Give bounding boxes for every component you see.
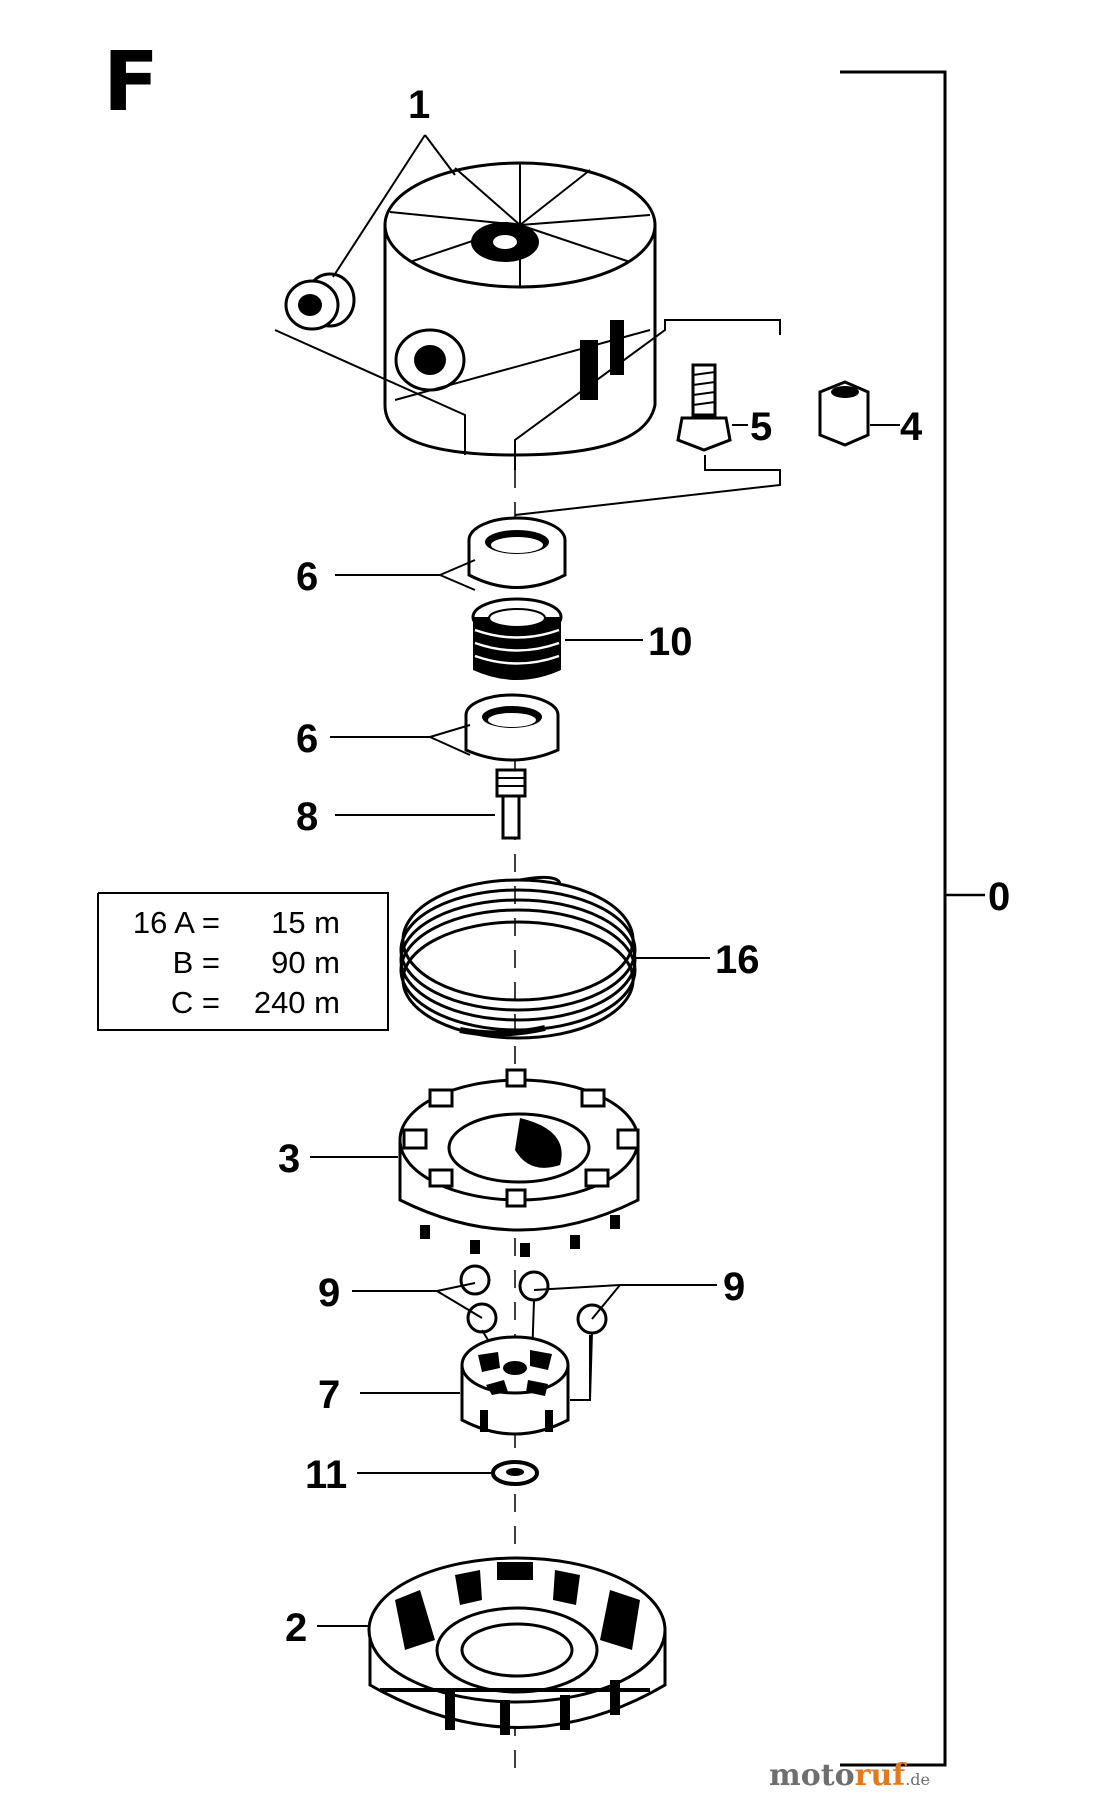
part-10-spring [471,597,643,680]
callout-6a: 6 [296,555,318,599]
part-6a-leader [335,559,476,591]
part-2-base [317,1556,667,1735]
part-6-upper [467,516,567,589]
callout-9a: 9 [318,1271,340,1315]
part-6-lower [464,693,560,762]
assembly-bracket [840,70,985,1767]
part-4-nut [818,380,900,447]
part-11-washer [357,1460,539,1486]
part-6b-leader [330,724,471,756]
watermark-part2: ruf [855,1758,908,1793]
part-1-leaders [274,134,781,470]
callout-4: 4 [900,405,923,449]
part-8-pin [335,768,527,840]
callout-3: 3 [278,1137,300,1181]
callout-10: 10 [648,620,693,664]
table-row-3-value: 240 m [254,985,340,1020]
callout-16: 16 [715,938,760,982]
part-3-spool [310,1068,640,1257]
part-1-cover [284,161,657,457]
part-5-bolt [514,363,781,516]
callout-2: 2 [285,1606,307,1650]
svg-text:motoruf.de: motoruf.de [769,1758,930,1793]
table-row-1-label: 16 A = [133,905,220,940]
line-length-table [97,892,389,1031]
callout-9b: 9 [723,1265,745,1309]
watermark-part3: .de [905,1770,930,1789]
watermark-part1: moto [769,1758,855,1793]
section-letter: F [103,35,159,130]
watermark: motoruf.de [769,1758,930,1793]
part-16-line-coil [399,875,710,1040]
callout-0: 0 [988,875,1010,919]
table-row-1-value: 15 m [271,905,340,940]
callout-11: 11 [305,1453,347,1497]
callout-5: 5 [750,405,772,449]
callout-8: 8 [296,795,318,839]
table-row-2-label: B = [173,945,220,980]
part-7-hub [360,1335,591,1436]
table-row-3-label: C = [171,985,220,1020]
part-9-balls [352,1264,717,1401]
table-row-2-value: 90 m [271,945,340,980]
callout-1: 1 [408,83,430,127]
callout-6b: 6 [296,717,318,761]
callout-7: 7 [318,1373,340,1417]
